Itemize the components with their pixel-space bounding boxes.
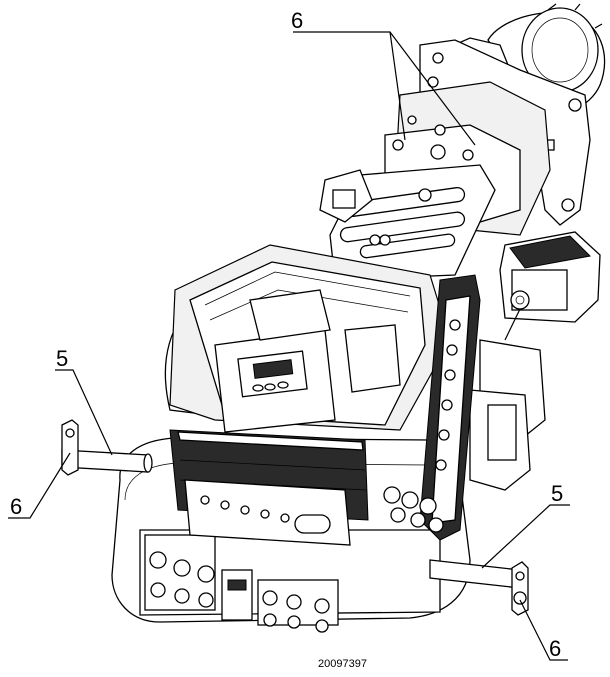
callout-6-top: 6 [291,8,303,33]
left-rod [61,419,153,476]
small-actuator [319,169,373,223]
control-module [214,289,401,433]
callout-6-right: 6 [549,636,561,661]
right-lower-motor [469,339,546,491]
servo-motor [499,231,601,341]
cable-glands [383,486,444,533]
callout-6-left: 6 [10,494,22,519]
slide-rail-assembly [329,164,496,281]
circuit-board [184,479,351,546]
callout-5-left: 5 [56,346,68,371]
right-rod [429,559,529,616]
leader-lines [8,31,570,661]
callout-5-right: 5 [551,481,563,506]
drawing-code: 20097397 [318,658,367,670]
connector-panel [144,534,339,633]
side-panel [419,274,481,541]
